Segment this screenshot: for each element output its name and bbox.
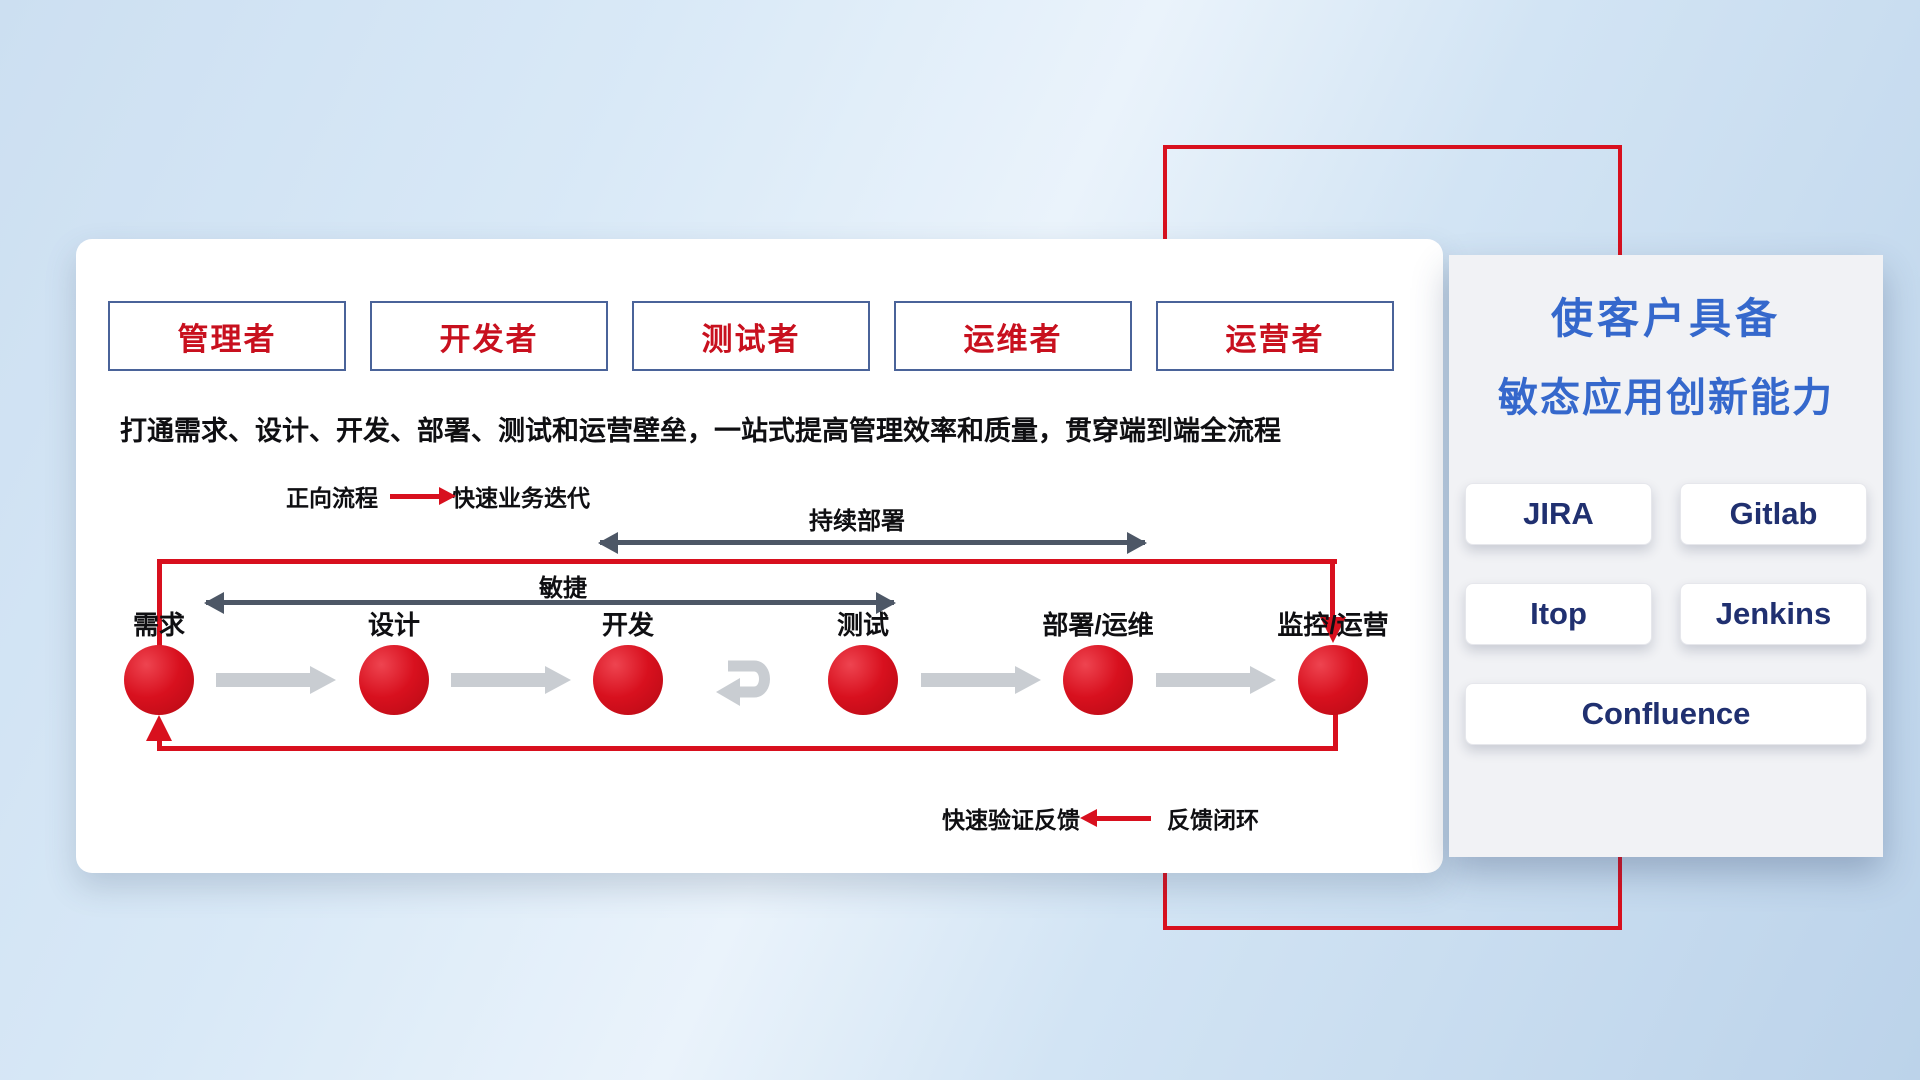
stage-label-design: 设计	[367, 610, 420, 640]
tool-box-confluence: Confluence	[1465, 683, 1867, 745]
capability-panel: 使客户具备 敏态应用创新能力 JIRA Gitlab Itop Jenkins …	[1449, 255, 1883, 857]
stage-node-develop	[593, 645, 663, 715]
roles-row: 管理者 开发者 测试者 运维者 运营者	[108, 301, 1394, 371]
feedback-legend-value: 反馈闭环	[1167, 807, 1259, 833]
continuous-deploy-range-arrow-icon	[598, 531, 1147, 554]
stage-node-design	[359, 645, 429, 715]
forward-legend-value: 快速业务迭代	[452, 485, 590, 511]
role-box-manager: 管理者	[108, 301, 346, 371]
capability-title: 使客户具备 敏态应用创新能力	[1449, 255, 1883, 423]
role-box-developer: 开发者	[370, 301, 608, 371]
feedback-loop-line	[157, 713, 1338, 751]
stage-node-deploy-ops	[1063, 645, 1133, 715]
stage-label-requirements: 需求	[132, 610, 185, 640]
feedback-legend-label: 快速验证反馈	[942, 807, 1080, 833]
stage-label-monitor-ops: 监控/运营	[1277, 610, 1389, 640]
forward-loop-line	[1330, 559, 1335, 621]
flow-arrow-icon	[216, 666, 336, 694]
forward-loop-line	[157, 559, 1337, 647]
tool-box-itop: Itop	[1465, 583, 1652, 645]
tool-box-jenkins: Jenkins	[1680, 583, 1867, 645]
stage-label-deploy-ops: 部署/运维	[1042, 610, 1154, 640]
capability-title-line1: 使客户具备	[1550, 295, 1781, 342]
flow-arrow-icon	[1156, 666, 1276, 694]
capability-title-line2: 敏态应用创新能力	[1498, 376, 1834, 420]
role-box-operator: 运营者	[1156, 301, 1394, 371]
stage-node-monitor-ops	[1298, 645, 1368, 715]
continuous-deploy-label: 持续部署	[809, 508, 905, 535]
feedback-legend: 快速验证反馈 反馈闭环	[942, 801, 1259, 835]
panel-subtitle: 打通需求、设计、开发、部署、测试和运营壁垒，一站式提高管理效率和质量，贯穿端到端…	[120, 416, 1281, 446]
stage-node-test	[828, 645, 898, 715]
stage-label-develop: 开发	[601, 610, 654, 640]
iteration-loop-icon	[716, 660, 770, 706]
forward-legend: 正向流程 快速业务迭代	[286, 479, 590, 513]
flow-arrow-icon	[451, 666, 571, 694]
forward-arrow-icon	[390, 486, 456, 505]
devops-flow-panel: 管理者 开发者 测试者 运维者 运营者 打通需求、设计、开发、部署、测试和运营壁…	[76, 239, 1443, 873]
role-box-tester: 测试者	[632, 301, 870, 371]
agile-label: 敏捷	[539, 575, 587, 602]
forward-legend-label: 正向流程	[286, 485, 378, 511]
stage-label-test: 测试	[836, 610, 889, 640]
agile-range-arrow-icon	[204, 591, 896, 614]
forward-loop-arrowhead-icon	[1320, 617, 1346, 643]
tool-box-jira: JIRA	[1465, 483, 1652, 545]
tool-grid: JIRA Gitlab Itop Jenkins Confluence	[1465, 483, 1867, 745]
feedback-arrow-icon	[1080, 808, 1151, 827]
stage-node-requirements	[124, 645, 194, 715]
tool-box-gitlab: Gitlab	[1680, 483, 1867, 545]
flow-arrow-icon	[921, 666, 1041, 694]
feedback-loop-arrowhead-icon	[146, 715, 172, 741]
feedback-loop-line	[157, 735, 162, 748]
role-box-ops: 运维者	[894, 301, 1132, 371]
